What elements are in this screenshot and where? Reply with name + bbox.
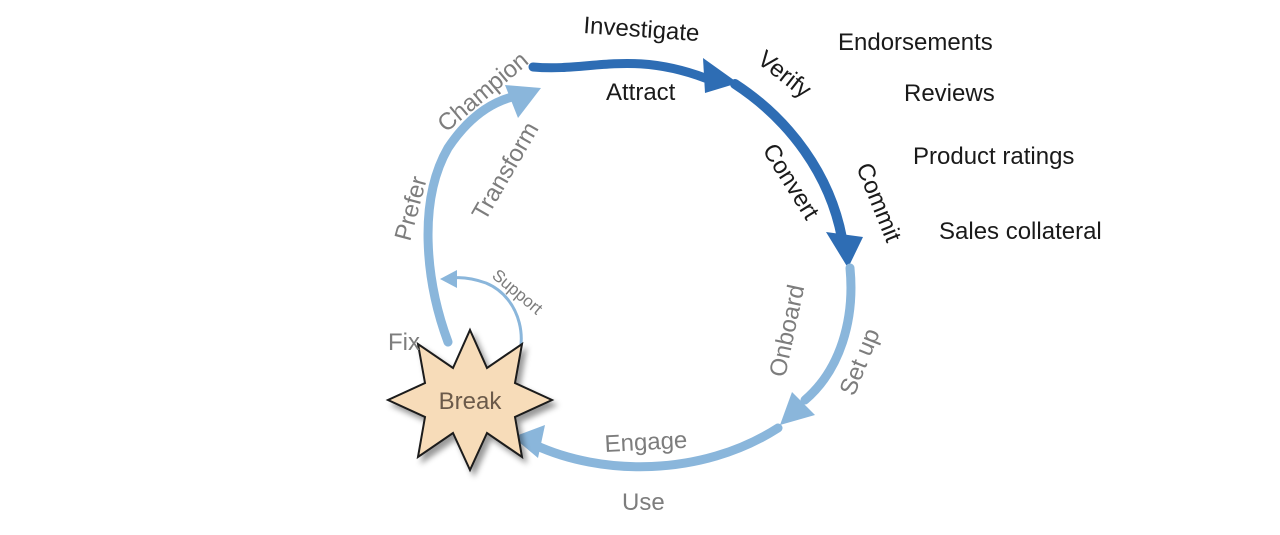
label-engage: Engage <box>604 427 688 458</box>
champion-arrow-path <box>423 92 517 347</box>
onboard-arrow-path <box>800 263 856 405</box>
break-starburst <box>385 327 555 473</box>
engage-arrowhead <box>513 425 545 458</box>
label-convert: Convert <box>757 139 825 225</box>
champion-arrowhead <box>505 85 541 118</box>
convert-arrow-path <box>730 79 847 243</box>
side-list-reviews: Reviews <box>904 80 995 107</box>
label-use: Use <box>622 489 665 516</box>
label-fix: Fix <box>388 329 420 356</box>
engage-arrow-path <box>530 423 783 472</box>
label-commit: Commit <box>850 159 906 246</box>
label-verify: Verify <box>752 45 816 103</box>
label-onboard: Onboard <box>764 282 810 379</box>
onboard-arrowhead <box>780 392 815 425</box>
label-attract: Attract <box>606 79 676 106</box>
label-support: Support <box>488 266 546 319</box>
attract-arrow-path <box>528 58 710 83</box>
attract-arrowhead <box>703 58 738 93</box>
side-list-sales-collateral: Sales collateral <box>939 218 1102 245</box>
label-investigate: Investigate <box>583 12 701 47</box>
side-list-endorsements: Endorsements <box>838 29 993 56</box>
label-break: Break <box>439 388 503 415</box>
label-transform: Transform <box>467 118 545 225</box>
convert-arrowhead <box>826 232 863 268</box>
support-arrowhead <box>440 270 457 288</box>
side-list-product-ratings: Product ratings <box>913 143 1074 170</box>
